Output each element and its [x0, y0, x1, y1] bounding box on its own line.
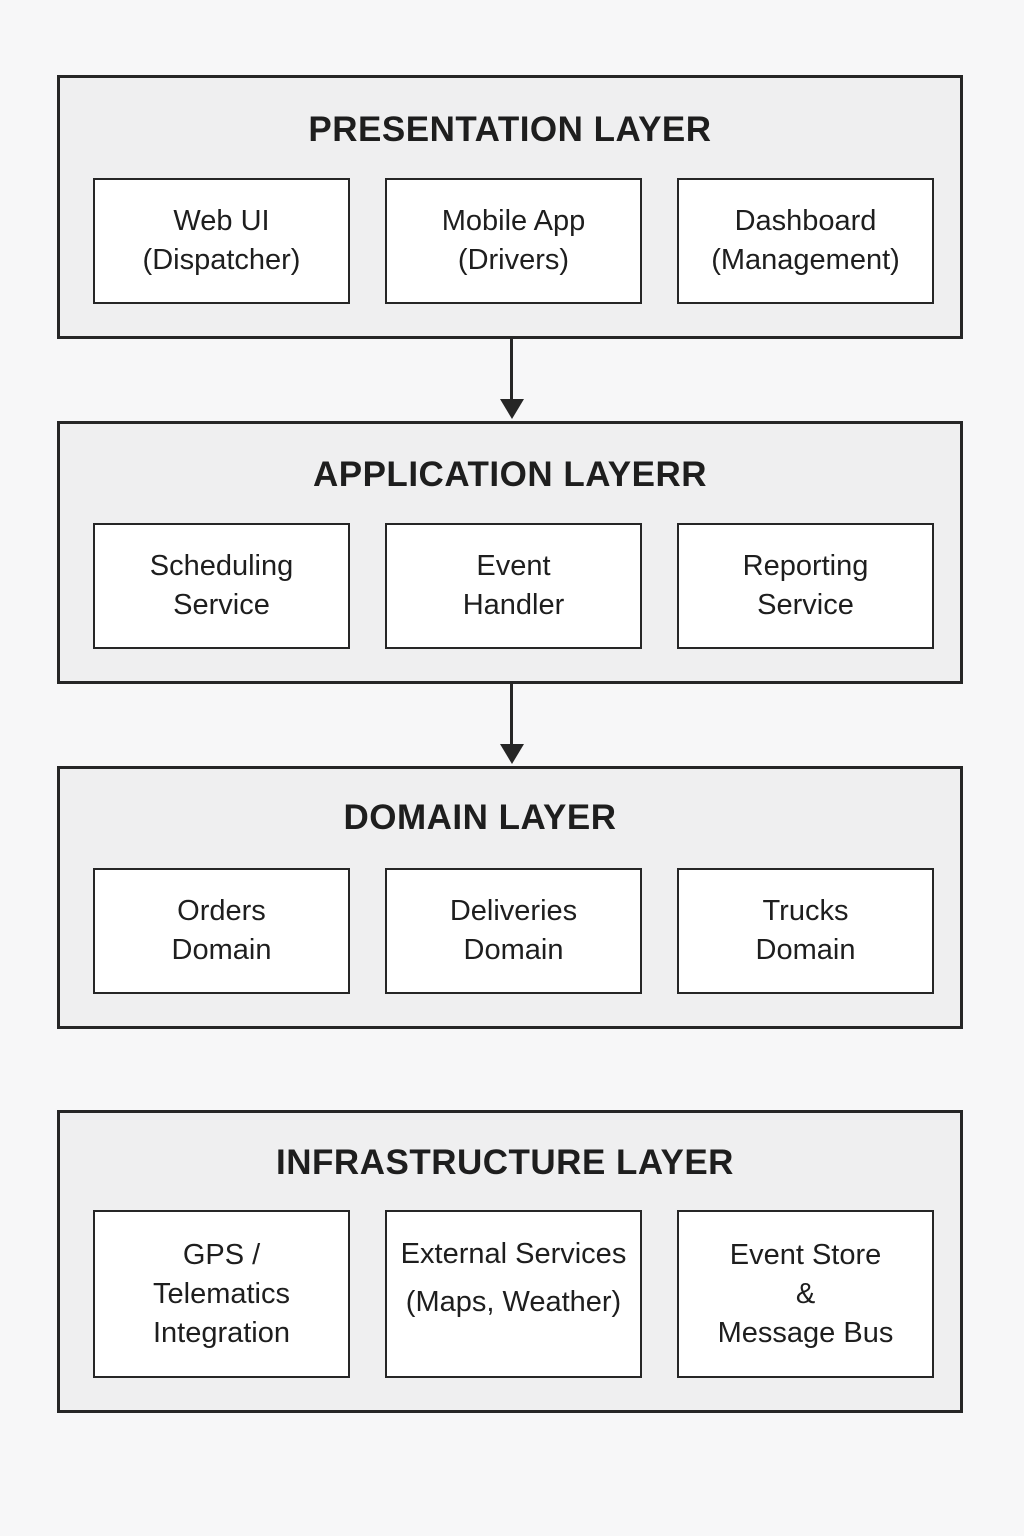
component-label-line: Mobile App	[441, 205, 586, 237]
component-label-line: Deliveries	[449, 895, 578, 927]
trucks-domain-component: Trucks Domain	[677, 868, 934, 994]
arrow-presentation-to-application	[510, 339, 513, 401]
presentation-layer-title: PRESENTATION LAYER	[308, 110, 712, 149]
reporting-service-component: Reporting Service	[677, 523, 934, 649]
external-services-component: External Services (Maps, Weather)	[385, 1210, 642, 1378]
component-label-line: (Dispatcher)	[142, 244, 301, 276]
presentation-layer: PRESENTATION LAYER Web UI (Dispatcher) M…	[57, 75, 963, 339]
component-label-line: Domain	[755, 934, 856, 966]
component-label-line: (Management)	[711, 244, 900, 276]
component-label-line: Event Store	[729, 1238, 882, 1271]
component-label-line: Integration	[152, 1316, 291, 1349]
component-label-line: Event	[476, 550, 551, 582]
component-label-line: Domain	[463, 934, 564, 966]
component-label-line: Orders	[177, 895, 266, 927]
mobile-app-component: Mobile App (Drivers)	[385, 178, 642, 304]
application-layer-title: APPLICATION LAYERR	[312, 455, 708, 494]
component-label-line: (Drivers)	[457, 244, 570, 276]
application-layer: APPLICATION LAYERR Scheduling Service Ev…	[57, 421, 963, 684]
component-label-line: (Maps, Weather)	[405, 1286, 622, 1318]
component-label-line: Trucks	[762, 895, 849, 927]
event-handler-component: Event Handler	[385, 523, 642, 649]
event-store-message-bus-component: Event Store & Message Bus	[677, 1210, 934, 1378]
domain-layer-title: DOMAIN LAYER	[343, 798, 617, 837]
component-label-line: Web UI	[173, 205, 270, 237]
component-label-line: &	[795, 1277, 816, 1310]
scheduling-service-component: Scheduling Service	[93, 523, 350, 649]
component-label-line: Service	[757, 589, 854, 621]
component-label-line: Telematics	[153, 1277, 290, 1310]
infrastructure-layer: INFRASTRUCTURE LAYER GPS / Telematics In…	[57, 1110, 963, 1413]
infrastructure-layer-title: INFRASTRUCTURE LAYER	[276, 1143, 734, 1182]
web-ui-component: Web UI (Dispatcher)	[93, 178, 350, 304]
dashboard-component: Dashboard (Management)	[677, 178, 934, 304]
component-label-line: Domain	[171, 934, 272, 966]
component-label-line: Message Bus	[717, 1316, 894, 1349]
domain-layer: DOMAIN LAYER Orders Domain Deliveries Do…	[57, 766, 963, 1029]
component-label-line: External Services	[400, 1238, 627, 1270]
component-label-line: Reporting	[742, 550, 869, 582]
component-label-line: Handler	[462, 589, 565, 621]
gps-telematics-component: GPS / Telematics Integration	[93, 1210, 350, 1378]
orders-domain-component: Orders Domain	[93, 868, 350, 994]
arrow-head-down-icon	[500, 744, 524, 764]
component-label-line: GPS /	[182, 1238, 261, 1271]
arrow-application-to-domain	[510, 684, 513, 746]
arrow-head-down-icon	[500, 399, 524, 419]
component-label-line: Scheduling	[149, 550, 294, 582]
component-label-line: Dashboard	[734, 205, 877, 237]
deliveries-domain-component: Deliveries Domain	[385, 868, 642, 994]
component-label-line: Service	[173, 589, 270, 621]
